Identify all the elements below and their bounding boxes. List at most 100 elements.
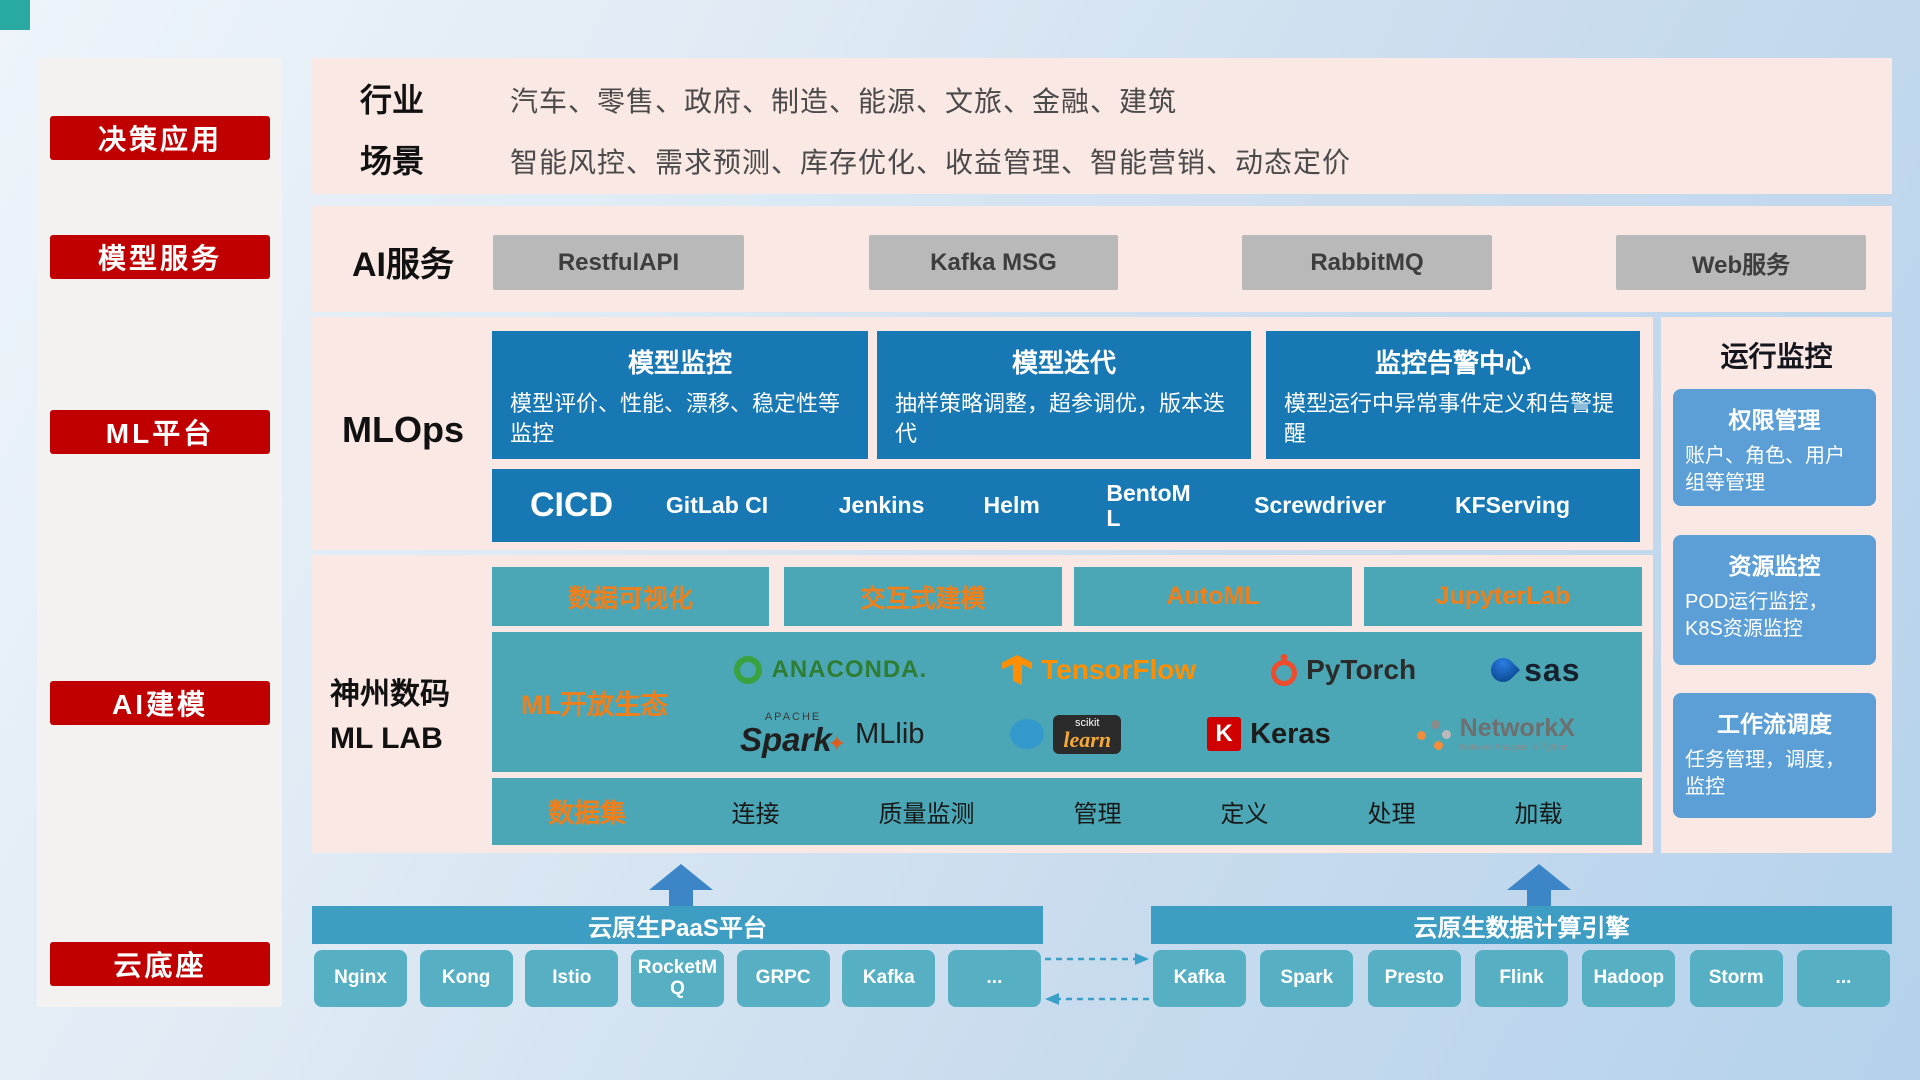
cicd-item-screwdriver: Screwdriver bbox=[1254, 492, 1386, 519]
networkx-icon bbox=[1416, 719, 1451, 749]
paas-header: 云原生PaaS平台 bbox=[312, 906, 1043, 944]
keras-logo: K Keras bbox=[1207, 717, 1331, 751]
ai-service-restfulapi: RestfulAPI bbox=[493, 235, 744, 290]
tool-data-visualization: 数据可视化 bbox=[492, 567, 769, 626]
engine-up-arrow bbox=[1507, 864, 1571, 906]
ai-service-label: AI服务 bbox=[352, 246, 454, 284]
dataset-item-load: 加载 bbox=[1514, 801, 1563, 828]
learn-label: learn bbox=[1063, 726, 1112, 752]
card-title: 模型迭代 bbox=[1011, 348, 1116, 378]
tensorflow-icon bbox=[1002, 655, 1033, 685]
networkx-logo: NetworkX Network Analysis in Python bbox=[1416, 714, 1575, 752]
mllab-label-line1: 神州数码 bbox=[330, 678, 450, 711]
anaconda-icon bbox=[734, 656, 763, 684]
paas-item-more: ... bbox=[947, 950, 1041, 1007]
card-permission-mgmt: 权限管理 账户、角色、用户组等管理 bbox=[1673, 389, 1876, 506]
arrow-stem bbox=[669, 890, 693, 906]
tool-automl: AutoML bbox=[1074, 567, 1352, 626]
paas-item-kafka: Kafka bbox=[842, 950, 936, 1007]
anaconda-label: ANACONDA. bbox=[771, 656, 928, 683]
ecosystem-logos: ANACONDA. TensorFlow PyTorch sas bbox=[697, 632, 1642, 772]
ml-ecosystem-box: ML开放生态 ANACONDA. TensorFlow PyTorch bbox=[492, 632, 1642, 772]
dataset-label: 数据集 bbox=[547, 798, 626, 828]
left-rail: 决策应用 模型服务 ML平台 AI建模 云底座 bbox=[37, 58, 282, 1007]
anaconda-logo: ANACONDA. bbox=[734, 656, 927, 684]
ai-service-rabbitmq: RabbitMQ bbox=[1242, 235, 1492, 290]
ecosystem-row-2: APACHE Spark✦ MLlib scikit learn bbox=[697, 702, 1618, 766]
business-layer-panel: 行业 汽车、零售、政府、制造、能源、文旅、金融、建筑 场景 智能风控、需求预测、… bbox=[312, 58, 1892, 194]
mllab-panel: 神州数码 ML LAB 数据可视化 交互式建模 AutoML JupyterLa… bbox=[312, 555, 1653, 853]
cicd-item-gitlab-ci: GitLab CI bbox=[665, 492, 769, 519]
layer-model-service: 模型服务 bbox=[50, 235, 270, 279]
scikit-learn-icon bbox=[1010, 719, 1045, 749]
layer-decision-application: 决策应用 bbox=[50, 116, 270, 160]
spark-icon: APACHE Spark✦ bbox=[740, 712, 846, 757]
ai-service-kafka-msg: Kafka MSG bbox=[869, 235, 1118, 290]
scene-row: 场景 智能风控、需求预测、库存优化、收益管理、智能营销、动态定价 bbox=[360, 136, 1351, 182]
keras-icon: K bbox=[1207, 717, 1242, 751]
tool-jupyterlab: JupyterLab bbox=[1364, 567, 1642, 626]
card-desc: 账户、角色、用户组等管理 bbox=[1685, 445, 1845, 494]
layer-ai-modeling: AI建模 bbox=[50, 681, 270, 725]
dataset-items: 连接 质量监测 管理 定义 处理 加载 bbox=[682, 794, 1642, 829]
networkx-label: NetworkX bbox=[1459, 714, 1575, 743]
cicd-item-bentoml: BentoML bbox=[1106, 480, 1191, 531]
card-title: 模型监控 bbox=[627, 348, 732, 378]
card-title: 资源监控 bbox=[1728, 553, 1821, 579]
card-title: 监控告警中心 bbox=[1374, 348, 1531, 378]
layer-ml-platform: ML平台 bbox=[50, 410, 270, 454]
paas-item-istio: Istio bbox=[525, 950, 619, 1007]
card-model-iteration: 模型迭代 抽样策略调整，超参调优，版本迭代 bbox=[877, 331, 1251, 459]
dataset-bar: 数据集 连接 质量监测 管理 定义 处理 加载 bbox=[492, 778, 1642, 845]
paas-item-grpc: GRPC bbox=[736, 950, 830, 1007]
card-alert-center: 监控告警中心 模型运行中异常事件定义和告警提醒 bbox=[1266, 331, 1640, 459]
scikit-label: scikit bbox=[1075, 716, 1100, 729]
dataset-item-connect: 连接 bbox=[731, 801, 780, 828]
ecosystem-row-1: ANACONDA. TensorFlow PyTorch sas bbox=[697, 638, 1618, 702]
engine-item-hadoop: Hadoop bbox=[1582, 950, 1676, 1007]
engine-items-row: Kafka Spark Presto Flink Hadoop Storm ..… bbox=[1151, 950, 1892, 1007]
engine-item-spark: Spark bbox=[1260, 950, 1354, 1007]
sas-logo: sas bbox=[1486, 651, 1581, 689]
industry-row: 行业 汽车、零售、政府、制造、能源、文旅、金融、建筑 bbox=[360, 75, 1177, 121]
keras-label: Keras bbox=[1250, 717, 1331, 750]
data-flow-arrows bbox=[1045, 953, 1149, 1005]
tensorflow-logo: TensorFlow bbox=[1002, 654, 1196, 686]
cicd-item-jenkins: Jenkins bbox=[838, 492, 925, 519]
card-model-monitoring: 模型监控 模型评价、性能、漂移、稳定性等监控 bbox=[492, 331, 868, 459]
arrow-stem bbox=[1527, 890, 1551, 906]
dataset-item-manage: 管理 bbox=[1073, 801, 1122, 828]
paas-item-kong: Kong bbox=[419, 950, 513, 1007]
dataset-item-quality: 质量监测 bbox=[878, 801, 975, 828]
engine-item-more: ... bbox=[1796, 950, 1890, 1007]
card-title: 权限管理 bbox=[1728, 407, 1821, 433]
card-resource-monitor: 资源监控 POD运行监控，K8S资源监控 bbox=[1673, 535, 1876, 665]
card-desc: 模型评价、性能、漂移、稳定性等监控 bbox=[510, 391, 841, 446]
ai-service-web: Web服务 bbox=[1616, 235, 1866, 290]
layer-cloud-base: 云底座 bbox=[50, 942, 270, 986]
ai-service-panel: AI服务 RestfulAPI Kafka MSG RabbitMQ Web服务 bbox=[312, 206, 1892, 312]
mlops-label: MLOps bbox=[342, 409, 464, 450]
sas-label: sas bbox=[1524, 651, 1581, 688]
monitoring-panel: 运行监控 权限管理 账户、角色、用户组等管理 资源监控 POD运行监控，K8S资… bbox=[1661, 317, 1892, 853]
engine-item-flink: Flink bbox=[1474, 950, 1568, 1007]
mllib-label: MLlib bbox=[855, 717, 925, 750]
paas-item-nginx: Nginx bbox=[314, 950, 407, 1007]
industry-value: 汽车、零售、政府、制造、能源、文旅、金融、建筑 bbox=[510, 86, 1178, 117]
paas-item-rocketmq: RocketMQ bbox=[630, 950, 724, 1007]
card-desc: 模型运行中异常事件定义和告警提醒 bbox=[1284, 391, 1615, 446]
pytorch-icon bbox=[1271, 660, 1298, 686]
cicd-label: CICD bbox=[530, 486, 614, 524]
scikit-learn-logo: scikit learn bbox=[1010, 714, 1122, 754]
card-desc: 任务管理，调度，监控 bbox=[1685, 749, 1845, 798]
paas-items-row: Nginx Kong Istio RocketMQ GRPC Kafka ... bbox=[312, 950, 1043, 1007]
cicd-bar: CICD GitLab CI Jenkins Helm BentoML Scre… bbox=[492, 469, 1640, 542]
scikit-learn-badge: scikit learn bbox=[1053, 714, 1122, 754]
corner-accent bbox=[0, 0, 30, 30]
arrow-head bbox=[1507, 864, 1571, 890]
card-workflow-scheduler: 工作流调度 任务管理，调度，监控 bbox=[1673, 693, 1876, 818]
cicd-item-helm: Helm bbox=[983, 492, 1040, 519]
sas-icon bbox=[1486, 653, 1521, 687]
scene-label: 场景 bbox=[360, 143, 425, 179]
